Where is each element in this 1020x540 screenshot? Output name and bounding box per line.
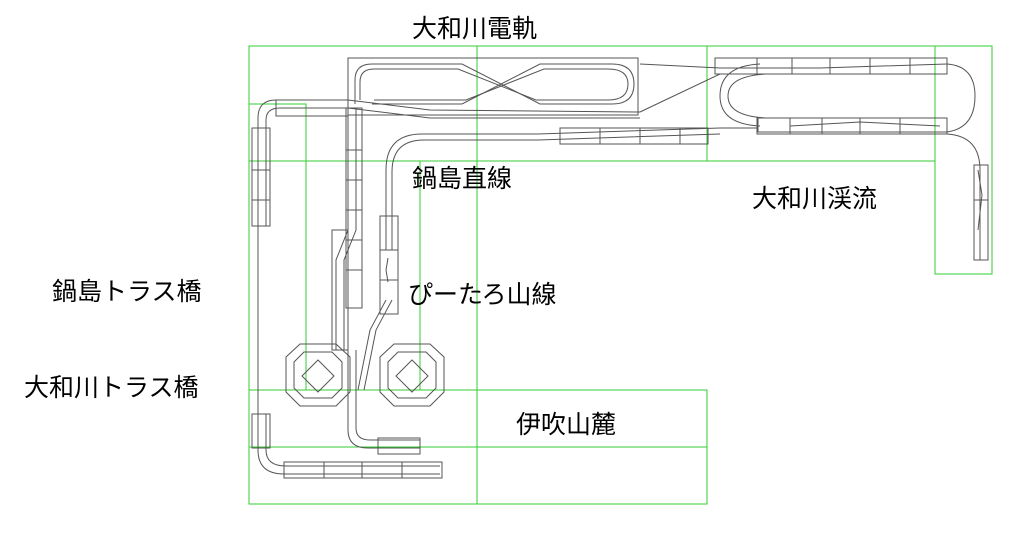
valley-loop-left-2 bbox=[727, 73, 767, 119]
valley-loop-outer bbox=[757, 63, 976, 133]
helix-left-diamond bbox=[301, 359, 335, 393]
label-nabeshima-straight: 鍋島直線 bbox=[412, 164, 513, 193]
helix-right bbox=[379, 343, 445, 407]
left-lower-2 bbox=[265, 414, 440, 467]
helix-left-inner bbox=[293, 351, 343, 399]
track-plan bbox=[251, 57, 989, 479]
valley-crossover bbox=[789, 121, 941, 127]
label-nabeshima-truss: 鍋島トラス橋 bbox=[52, 277, 202, 306]
module-box-left-column bbox=[248, 160, 478, 505]
label-ibuki-foothill: 伊吹山麓 bbox=[516, 410, 617, 439]
down-track bbox=[347, 350, 420, 449]
vertical-track-a bbox=[335, 108, 349, 350]
pitaro-diag bbox=[357, 299, 387, 391]
track-bed-bottom-mid bbox=[377, 437, 421, 455]
track-bed-vertical-2 bbox=[331, 229, 349, 351]
helix-right-inner bbox=[387, 351, 437, 399]
track-bed-vertical bbox=[345, 107, 363, 309]
track-bed-spur bbox=[973, 164, 989, 261]
track-bed-left-top bbox=[251, 127, 271, 227]
label-yamato-valley: 大和川渓流 bbox=[752, 184, 878, 213]
pitaro-diag-2 bbox=[363, 299, 393, 391]
main-line-straight bbox=[639, 63, 948, 69]
spur-right bbox=[946, 133, 981, 260]
tram-loop bbox=[354, 63, 635, 105]
track-bed-left-bottom bbox=[251, 413, 271, 449]
vertical-track-b bbox=[343, 108, 357, 350]
pitaro-spur bbox=[385, 257, 389, 283]
main-line-upper bbox=[257, 99, 641, 226]
tram-board bbox=[347, 57, 639, 116]
tram-loop-inner bbox=[359, 68, 629, 101]
track-bed-valley-top bbox=[714, 57, 948, 75]
main-line-straight-2 bbox=[639, 73, 947, 113]
helix-left bbox=[285, 343, 351, 407]
nabeshima-line-2 bbox=[391, 133, 721, 250]
valley-loop-left bbox=[719, 63, 761, 127]
label-yamato-truss: 大和川トラス橋 bbox=[24, 373, 199, 402]
track-bed-valley-bottom bbox=[756, 117, 948, 135]
main-line-upper-2 bbox=[265, 107, 640, 226]
helix-right-diamond bbox=[395, 359, 429, 393]
down-track-2 bbox=[355, 350, 420, 441]
spur-fork bbox=[977, 169, 983, 231]
module-box-corner bbox=[934, 45, 993, 275]
track-bed-pitaro bbox=[379, 215, 399, 315]
nabeshima-line bbox=[385, 127, 757, 250]
label-yamato-densha: 大和川電軌 bbox=[412, 14, 538, 43]
label-pitaro-line: ぴーたろ山線 bbox=[408, 280, 557, 309]
track-bed-bottom bbox=[283, 461, 443, 479]
module-box-top-right bbox=[706, 45, 936, 162]
track-bed-straight bbox=[559, 127, 709, 145]
